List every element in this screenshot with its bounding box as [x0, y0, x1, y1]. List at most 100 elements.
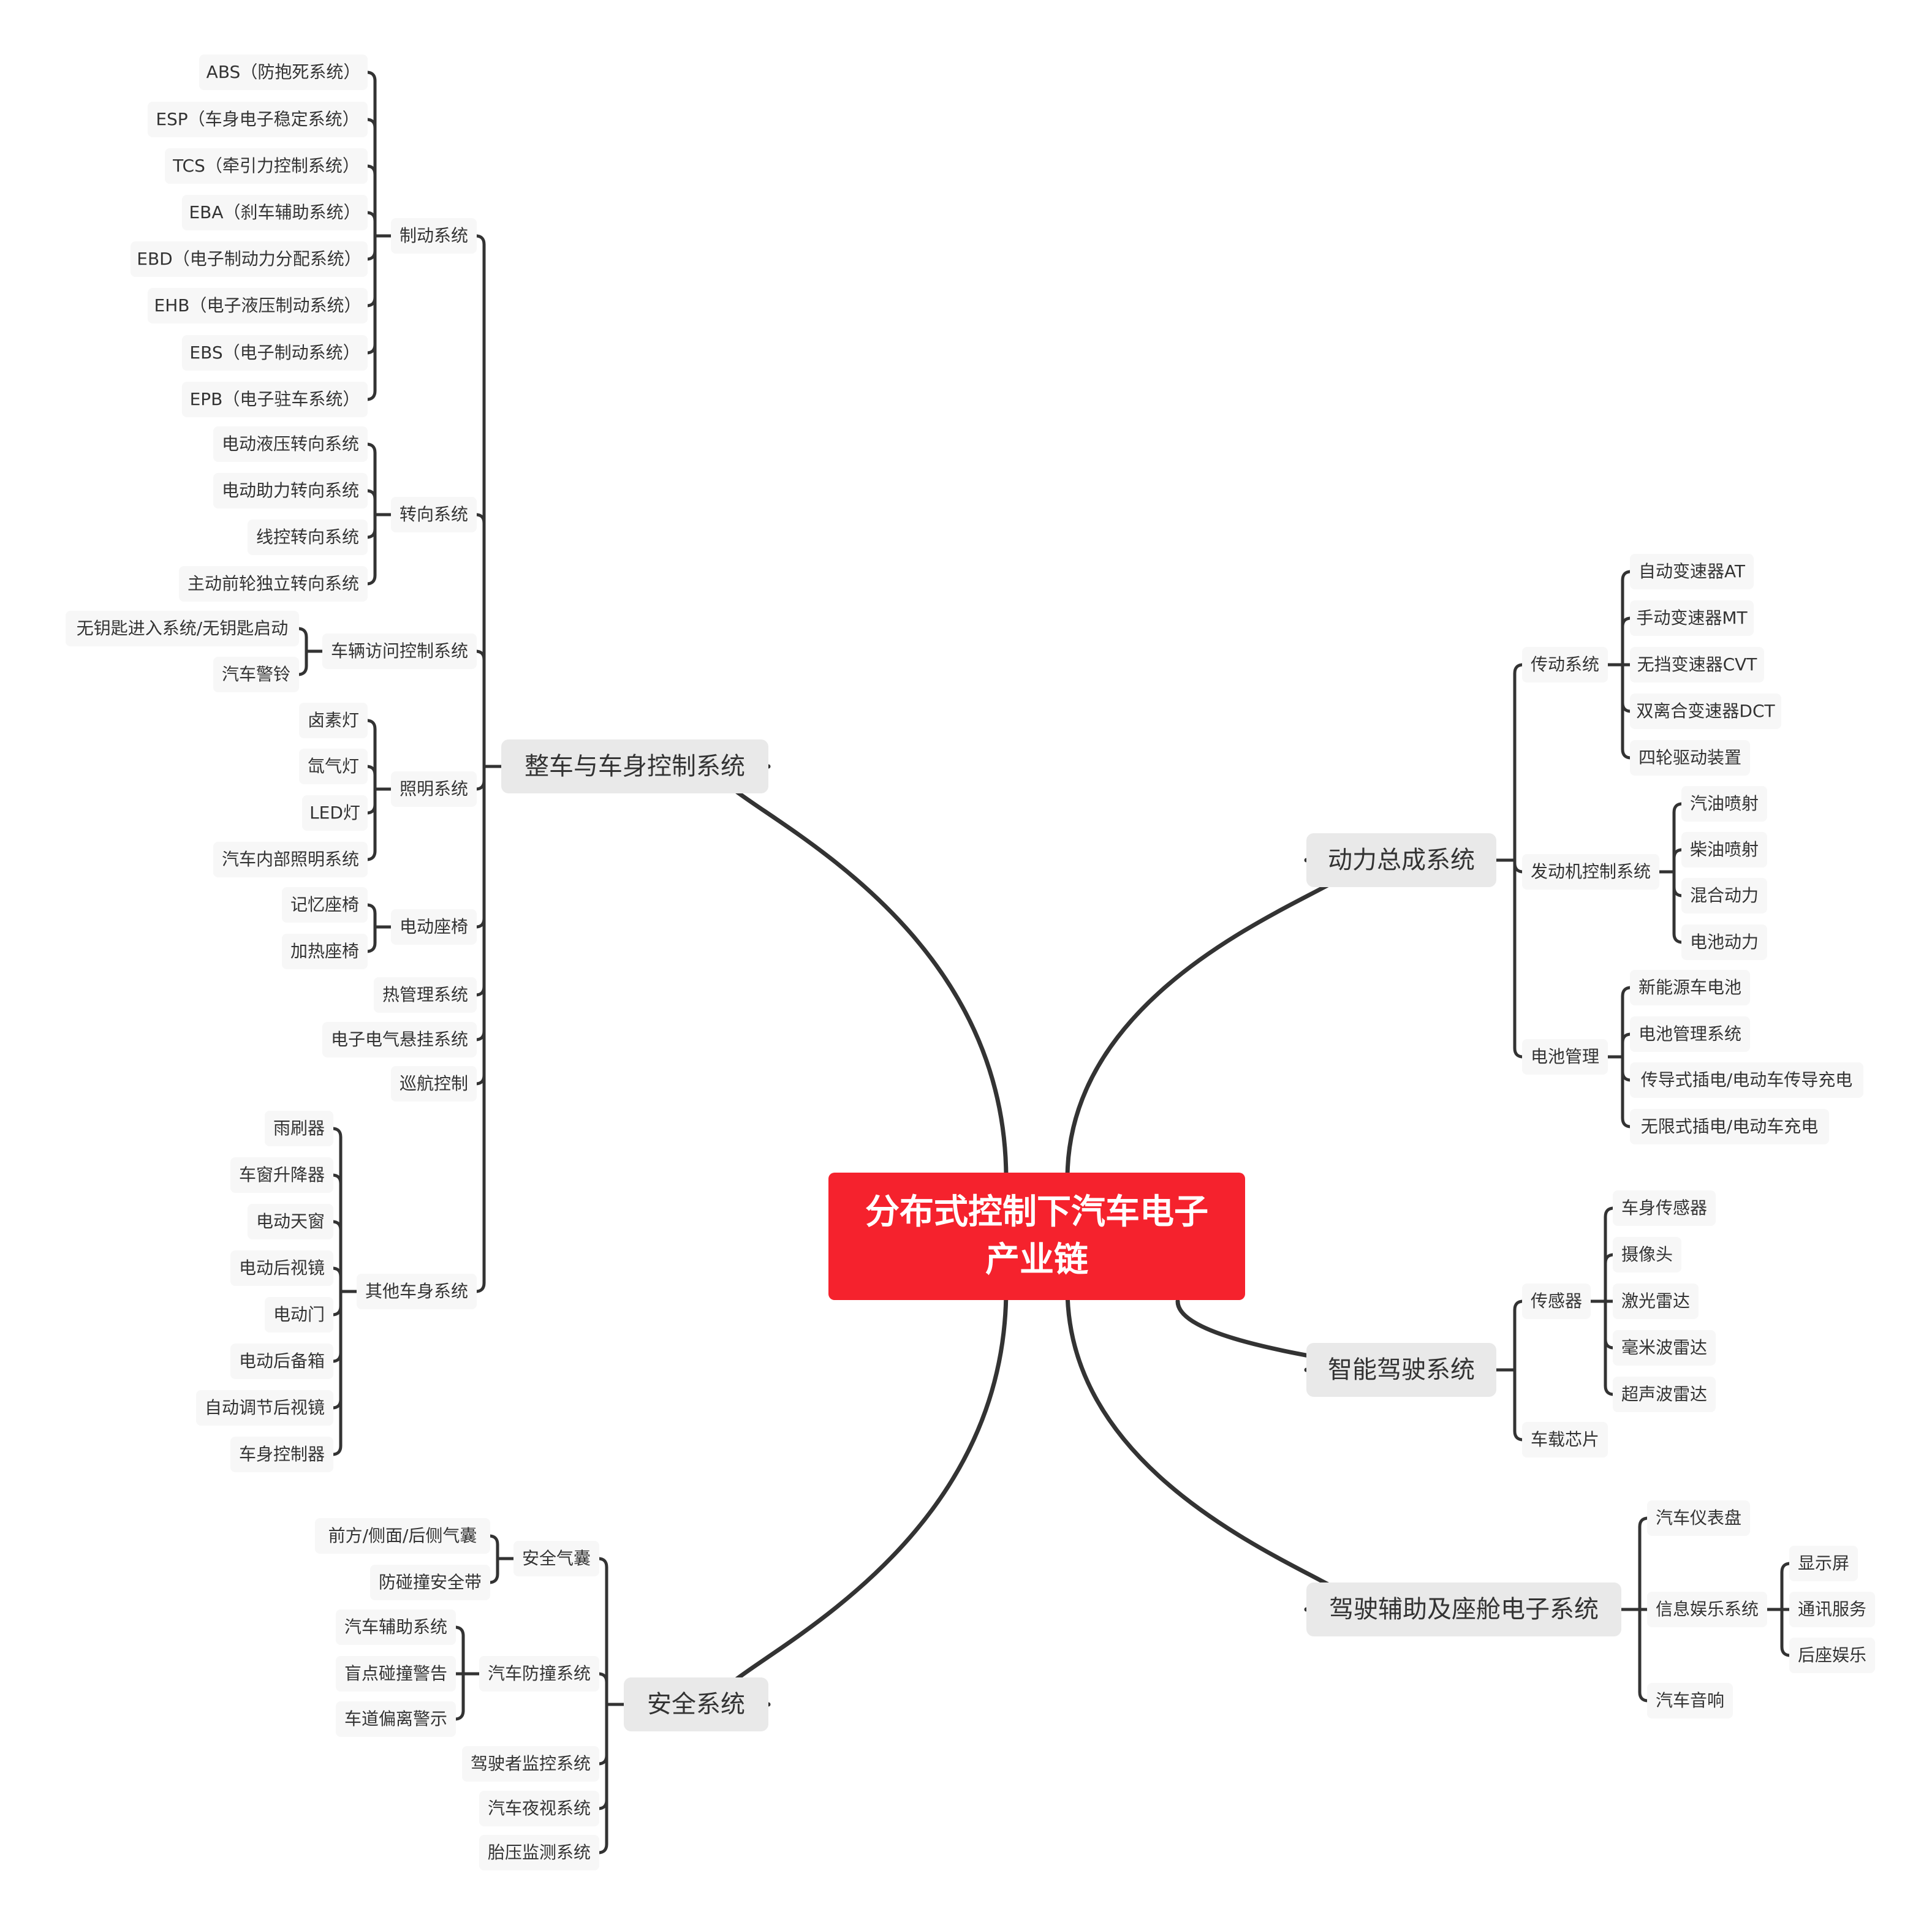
branch-topic[interactable]: 动力总成系统: [1306, 833, 1496, 887]
subtopic[interactable]: 信息娱乐系统: [1647, 1592, 1767, 1627]
leaf-topic[interactable]: 电动天窗: [248, 1204, 333, 1239]
subtopic[interactable]: 传动系统: [1522, 647, 1608, 682]
leaf-topic[interactable]: 电池动力: [1681, 924, 1767, 960]
leaf-topic[interactable]: LED灯: [302, 795, 368, 831]
leaf-topic[interactable]: 汽车辅助系统: [336, 1609, 456, 1645]
connector-line: [596, 1672, 608, 1706]
subtopic[interactable]: 车载芯片: [1522, 1422, 1608, 1458]
connector-line: [365, 765, 377, 791]
leaf-topic[interactable]: 盲点碰撞警告: [336, 1656, 456, 1692]
connector-line: [596, 1703, 608, 1855]
leaf-topic[interactable]: 电动助力转向系统: [213, 473, 368, 509]
leaf-topic[interactable]: 双离合变速器DCT: [1630, 694, 1781, 729]
leaf-topic[interactable]: TCS（牵引力控制系统）: [165, 148, 368, 184]
leaf-topic[interactable]: 四轮驱动装置: [1630, 740, 1750, 776]
subtopic[interactable]: 热管理系统: [374, 977, 477, 1013]
leaf-topic[interactable]: 汽油喷射: [1681, 786, 1767, 822]
connector-line: [719, 1287, 1009, 1707]
leaf-topic[interactable]: 通讯服务: [1789, 1592, 1875, 1627]
subtopic[interactable]: 巡航控制: [391, 1066, 477, 1102]
leaf-topic[interactable]: 摄像头: [1613, 1237, 1681, 1272]
leaf-topic[interactable]: 无钥匙进入系统/无钥匙启动: [66, 611, 299, 646]
leaf-topic[interactable]: 手动变速器MT: [1630, 600, 1754, 636]
leaf-topic[interactable]: 激光雷达: [1613, 1284, 1699, 1319]
leaf-topic[interactable]: 超声波雷达: [1613, 1377, 1716, 1412]
leaf-topic[interactable]: 车道偏离警示: [336, 1701, 456, 1737]
leaf-topic[interactable]: 车窗升降器: [230, 1157, 333, 1193]
leaf-topic[interactable]: 线控转向系统: [248, 520, 368, 555]
leaf-topic[interactable]: EHB（电子液压制动系统）: [148, 288, 368, 323]
connector-line: [296, 649, 308, 676]
leaf-topic[interactable]: 混合动力: [1681, 878, 1767, 913]
leaf-topic[interactable]: 前方/侧面/后侧气囊: [315, 1518, 490, 1554]
leaf-topic[interactable]: 加热座椅: [282, 934, 368, 969]
connector-line: [365, 513, 377, 586]
subtopic[interactable]: 胎压监测系统: [479, 1835, 599, 1870]
subtopic[interactable]: 驾驶者监控系统: [462, 1746, 599, 1782]
subtopic[interactable]: 汽车仪表盘: [1647, 1500, 1750, 1536]
leaf-topic[interactable]: ABS（防抱死系统）: [199, 55, 368, 90]
leaf-topic[interactable]: 柴油喷射: [1681, 832, 1767, 868]
branch-topic[interactable]: 智能驾驶系统: [1306, 1343, 1496, 1397]
subtopic[interactable]: 电池管理: [1522, 1039, 1608, 1075]
leaf-topic[interactable]: EBA（刹车辅助系统）: [182, 195, 368, 230]
leaf-topic[interactable]: 汽车警铃: [213, 657, 299, 692]
connector-line: [453, 1625, 465, 1676]
leaf-topic[interactable]: 自动调节后视镜: [196, 1390, 333, 1426]
subtopic[interactable]: 安全气囊: [513, 1541, 599, 1576]
subtopic[interactable]: 汽车防撞系统: [479, 1656, 599, 1692]
connector-line: [719, 764, 1009, 1181]
leaf-topic[interactable]: 传导式插电/电动车传导充电: [1630, 1062, 1863, 1098]
leaf-topic[interactable]: 自动变速器AT: [1630, 554, 1754, 589]
leaf-topic[interactable]: 电池管理系统: [1630, 1016, 1750, 1052]
subtopic[interactable]: 发动机控制系统: [1522, 854, 1659, 890]
leaf-topic[interactable]: 主动前轮独立转向系统: [179, 566, 368, 602]
subtopic[interactable]: 电子电气悬挂系统: [322, 1022, 477, 1057]
leaf-topic[interactable]: 后座娱乐: [1789, 1638, 1875, 1673]
connector-line: [1513, 858, 1525, 1059]
leaf-topic[interactable]: 毫米波雷达: [1613, 1330, 1716, 1366]
connector-line: [296, 627, 308, 653]
leaf-topic[interactable]: 卤素灯: [299, 703, 368, 738]
connector-line: [487, 1557, 499, 1584]
connector-line: [1065, 858, 1355, 1181]
leaf-topic[interactable]: 电动液压转向系统: [213, 426, 368, 462]
branch-topic[interactable]: 安全系统: [624, 1677, 768, 1731]
leaf-topic[interactable]: 车身传感器: [1613, 1190, 1716, 1226]
branch-topic[interactable]: 整车与车身控制系统: [501, 739, 768, 793]
connector-line: [487, 1534, 499, 1560]
leaf-topic[interactable]: EPB（电子驻车系统）: [182, 382, 368, 417]
leaf-topic[interactable]: 无挡变速器CVT: [1630, 647, 1764, 682]
leaf-topic[interactable]: ESP（车身电子稳定系统）: [148, 102, 368, 137]
leaf-topic[interactable]: 车身控制器: [230, 1437, 333, 1472]
subtopic[interactable]: 电动座椅: [391, 909, 477, 945]
subtopic[interactable]: 转向系统: [391, 497, 477, 532]
leaf-topic[interactable]: 无限式插电/电动车充电: [1630, 1109, 1829, 1144]
leaf-topic[interactable]: EBS（电子制动系统）: [182, 335, 368, 371]
subtopic[interactable]: 汽车夜视系统: [479, 1791, 599, 1826]
leaf-topic[interactable]: 记忆座椅: [282, 887, 368, 923]
branch-topic[interactable]: 驾驶辅助及座舱电子系统: [1306, 1582, 1621, 1636]
connector-line: [365, 903, 377, 929]
leaf-topic[interactable]: 汽车内部照明系统: [213, 842, 368, 877]
leaf-topic[interactable]: EBD（电子制动力分配系统）: [131, 241, 368, 277]
leaf-topic[interactable]: 显示屏: [1789, 1546, 1858, 1581]
subtopic[interactable]: 传感器: [1522, 1284, 1591, 1319]
connector-line: [330, 1266, 343, 1293]
subtopic[interactable]: 其他车身系统: [357, 1274, 477, 1309]
connector-line: [1065, 1287, 1355, 1612]
connector-line: [365, 925, 377, 953]
leaf-topic[interactable]: 电动后视镜: [230, 1250, 333, 1286]
leaf-topic[interactable]: 电动后备箱: [230, 1344, 333, 1379]
leaf-topic[interactable]: 雨刷器: [265, 1111, 333, 1146]
leaf-topic[interactable]: 电动门: [265, 1297, 333, 1333]
leaf-topic[interactable]: 氙气灯: [299, 749, 368, 784]
leaf-topic[interactable]: 新能源车电池: [1630, 970, 1750, 1005]
leaf-topic[interactable]: 防碰撞安全带: [370, 1565, 490, 1600]
root-topic[interactable]: 分布式控制下汽车电子产业链: [828, 1173, 1245, 1300]
subtopic[interactable]: 制动系统: [391, 218, 477, 254]
subtopic[interactable]: 车辆访问控制系统: [322, 633, 477, 669]
subtopic[interactable]: 汽车音响: [1647, 1683, 1733, 1718]
subtopic[interactable]: 照明系统: [391, 771, 477, 807]
